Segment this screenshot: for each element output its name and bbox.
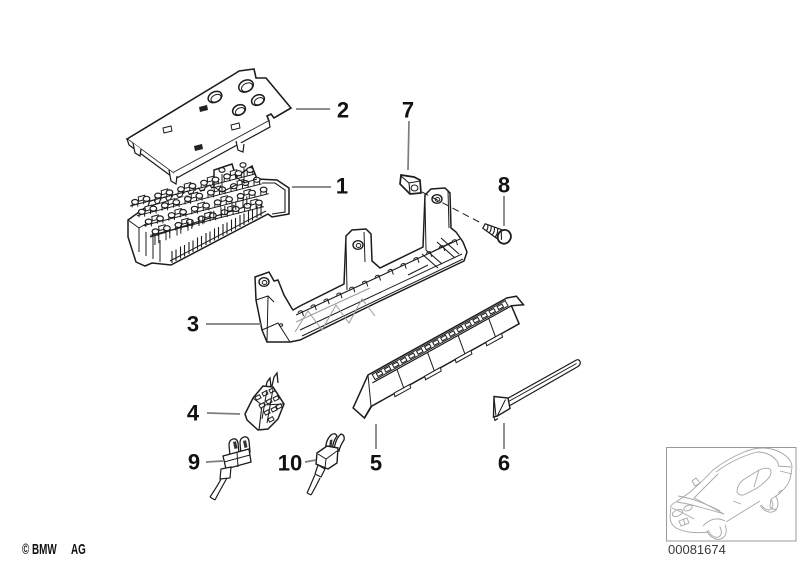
- svg-text:6: 6: [498, 451, 510, 476]
- svg-text:4: 4: [187, 401, 200, 426]
- svg-text:5: 5: [370, 451, 382, 476]
- svg-text:© BMW: © BMW: [22, 541, 57, 558]
- svg-text:00081674: 00081674: [668, 542, 726, 557]
- svg-text:9: 9: [188, 450, 200, 475]
- svg-text:2: 2: [337, 98, 349, 123]
- svg-text:10: 10: [278, 451, 302, 476]
- svg-text:AG: AG: [71, 541, 86, 558]
- svg-text:1: 1: [336, 174, 348, 199]
- svg-text:8: 8: [498, 173, 510, 198]
- svg-text:3: 3: [187, 312, 199, 337]
- svg-text:7: 7: [402, 98, 414, 123]
